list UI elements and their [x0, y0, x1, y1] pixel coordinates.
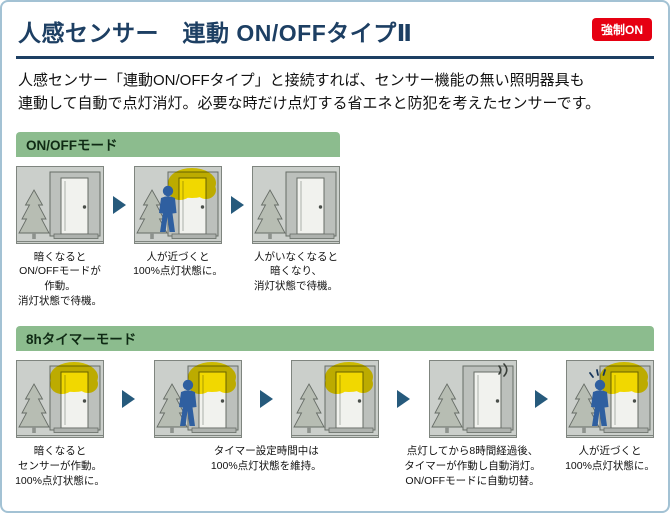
mode-section-onoff: ON/OFFモード 暗くなると ON/OFFモードが 作動。 消灯状態で待機。 … [16, 131, 654, 309]
forced-on-badge: 強制ON [591, 18, 652, 41]
mode-bar-onoff: ON/OFFモード [16, 131, 340, 157]
door-standby-dark-icon [16, 165, 104, 244]
description-text: 人感センサー「連動ON/OFFタイプ」と接続すれば、センサー機能の無い照明器具も… [18, 72, 601, 113]
page-header: 人感センサー 連動 ON/OFFタイプⅡ 強制ON [16, 12, 654, 59]
step-caption: 人が近づくと 100%点灯状態に。 [565, 445, 655, 472]
arrow-right-icon [259, 390, 273, 409]
step-caption: 人が近づくと 100%点灯状態に。 [133, 250, 223, 278]
step-caption: 人がいなくなると 暗くなり、 消灯状態で待機。 [254, 250, 338, 292]
arrow-right-icon [534, 390, 548, 409]
arrow-right-icon [112, 195, 126, 214]
step-caption: タイマー設定時間中は 100%点灯状態を維持。 [210, 445, 322, 472]
arrow-right-icon [122, 390, 136, 409]
page-title: 人感センサー 連動 ON/OFFタイプⅡ [18, 20, 413, 46]
steps-grid-8h-timer: 暗くなると センサーが作動。 100%点灯状態に。 タイマー設定時間中は 100… [15, 351, 655, 488]
sensor-activated-lit-icon [16, 360, 104, 439]
steps-grid-onoff: 暗くなると ON/OFFモードが 作動。 消灯状態で待機。 人が近づくと 100… [16, 157, 340, 309]
mode-bar-8h-timer: 8hタイマーモード [16, 326, 654, 352]
timer-keep-lit-icon [291, 360, 379, 439]
door-vacant-dark-icon [252, 165, 340, 244]
mode-section-8h-timer: 8hタイマーモード 暗くなると センサーが作動。 100%点灯状態に。 タイ [15, 326, 655, 488]
arrow-right-icon [397, 390, 411, 409]
arrow-right-icon [230, 195, 244, 214]
person-approach-lit-icon [153, 360, 242, 439]
step-caption: 点灯してから8時間経過後、 タイマーが作動し自動消灯。 ON/OFFモードに自動… [404, 445, 541, 487]
step-caption: 暗くなると センサーが作動。 100%点灯状態に。 [15, 445, 105, 487]
timer-auto-off-icon [428, 360, 517, 439]
step-caption: 暗くなると ON/OFFモードが 作動。 消灯状態で待機。 [18, 250, 102, 307]
person-detected-lit-icon [566, 360, 654, 439]
person-approach-lit-icon [134, 165, 222, 244]
